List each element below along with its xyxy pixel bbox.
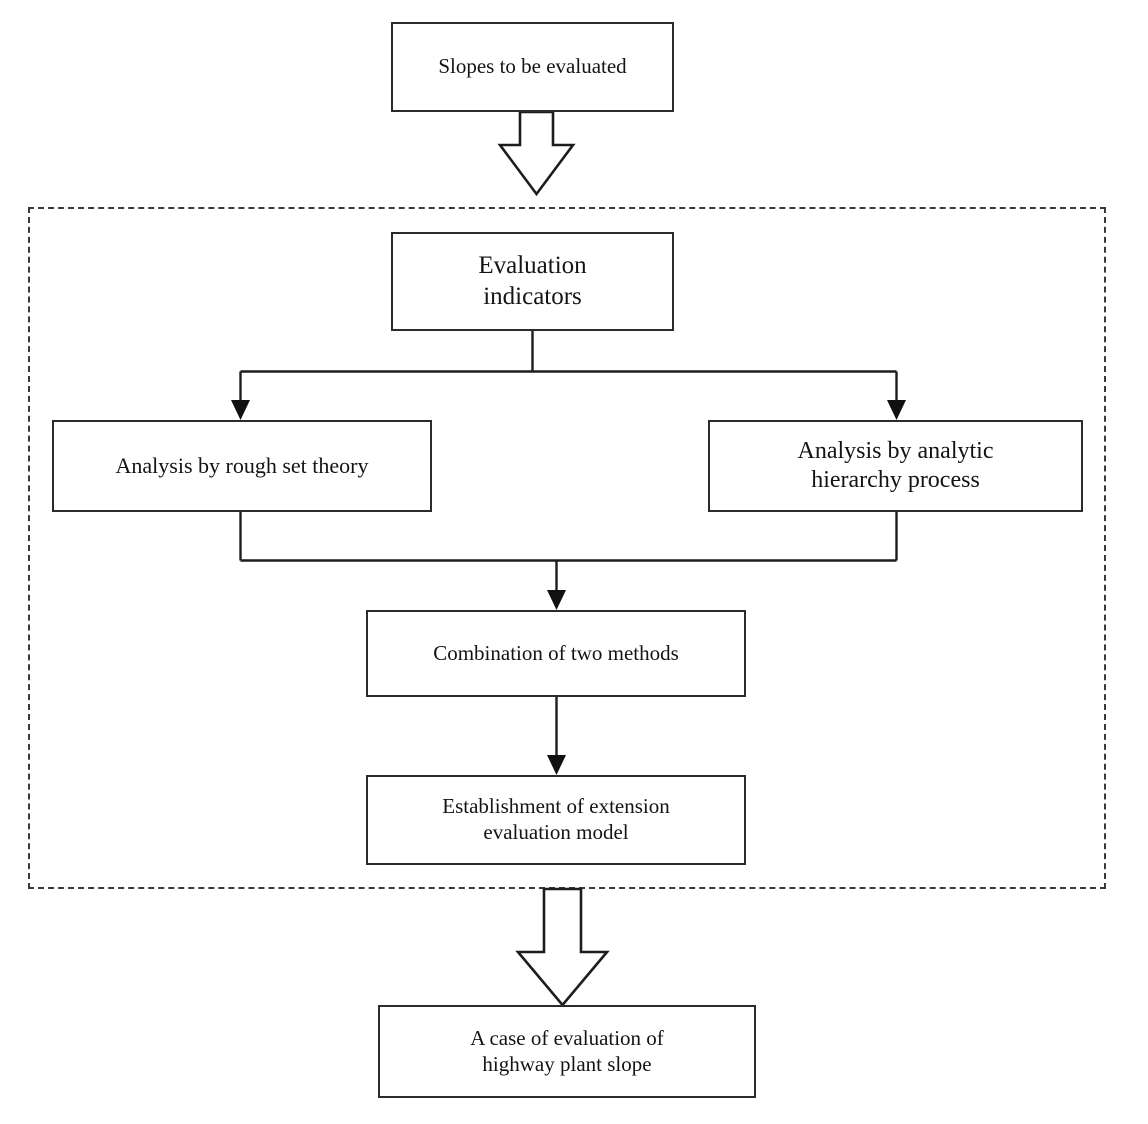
node-slopes-to-be-evaluated[interactable]: Slopes to be evaluated: [391, 22, 674, 112]
node-establishment-extension-evaluation-model[interactable]: Establishment of extension evaluation mo…: [366, 775, 746, 865]
block-arrow-group-to-case: [515, 887, 610, 1008]
node-analysis-rough-set-theory[interactable]: Analysis by rough set theory: [52, 420, 432, 512]
node-combination-of-two-methods[interactable]: Combination of two methods: [366, 610, 746, 697]
node-case-highway-plant-slope[interactable]: A case of evaluation of highway plant sl…: [378, 1005, 756, 1098]
block-arrow-top-to-indicators: [497, 110, 576, 197]
node-analysis-analytic-hierarchy-process[interactable]: Analysis by analytic hierarchy process: [708, 420, 1083, 512]
node-evaluation-indicators[interactable]: Evaluation indicators: [391, 232, 674, 331]
